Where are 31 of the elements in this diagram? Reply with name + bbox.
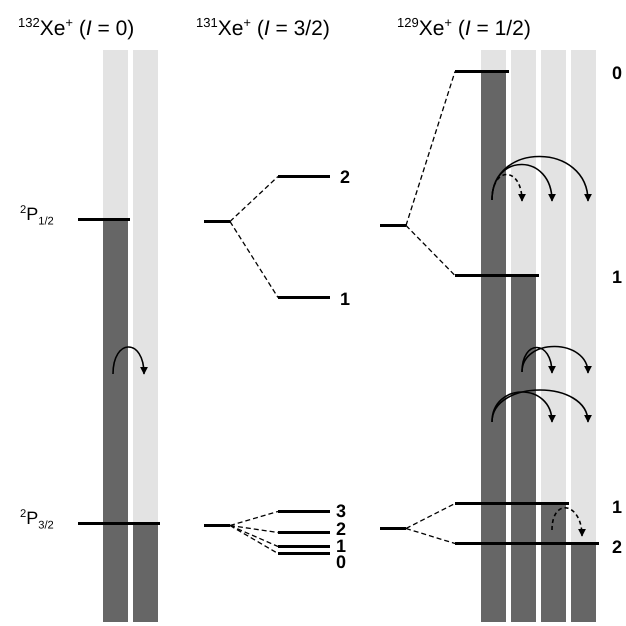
quantum-number-label: 2 <box>340 168 350 186</box>
quantum-number-label: 1 <box>612 268 622 286</box>
splitting-line <box>406 225 456 276</box>
splitting-line <box>230 176 278 222</box>
quantum-number-label: 1 <box>612 498 622 516</box>
quantum-number-label: 2 <box>612 538 622 556</box>
splitting-line <box>406 502 456 530</box>
energy-level-line <box>204 524 230 527</box>
splitting-line <box>230 510 278 526</box>
quantum-number-label: 3 <box>336 502 346 520</box>
quantum-number-label: 0 <box>336 553 346 571</box>
splitting-line <box>230 524 278 548</box>
term-symbol-label: $^{2}$P$_{3/2}$ <box>20 509 54 532</box>
energy-level-line <box>380 527 406 530</box>
quantum-number-label: 0 <box>612 64 622 82</box>
splitting-line <box>406 528 456 544</box>
quantum-number-label: 2 <box>336 520 346 538</box>
term-symbol-label: $^{2}$P$_{1/2}$ <box>20 205 54 228</box>
isotope-heading: $^{132}$Xe$^{+}$ (I = 0) <box>18 16 134 40</box>
energy-level-line <box>380 224 406 227</box>
energy-level-line <box>204 220 230 223</box>
isotope-heading: $^{131}$Xe$^{+}$ (I = 3/2) <box>196 16 330 40</box>
energy-level-line <box>455 274 539 277</box>
energy-level-line <box>455 70 509 73</box>
splitting-line <box>230 524 278 554</box>
quantum-number-label: 1 <box>340 290 350 308</box>
splitting-line <box>405 71 456 226</box>
splitting-line <box>229 221 279 298</box>
isotope-heading: $^{129}$Xe$^{+}$ (I = 1/2) <box>397 16 531 40</box>
quantum-number-label: 1 <box>336 537 346 555</box>
splitting-line <box>230 524 278 534</box>
